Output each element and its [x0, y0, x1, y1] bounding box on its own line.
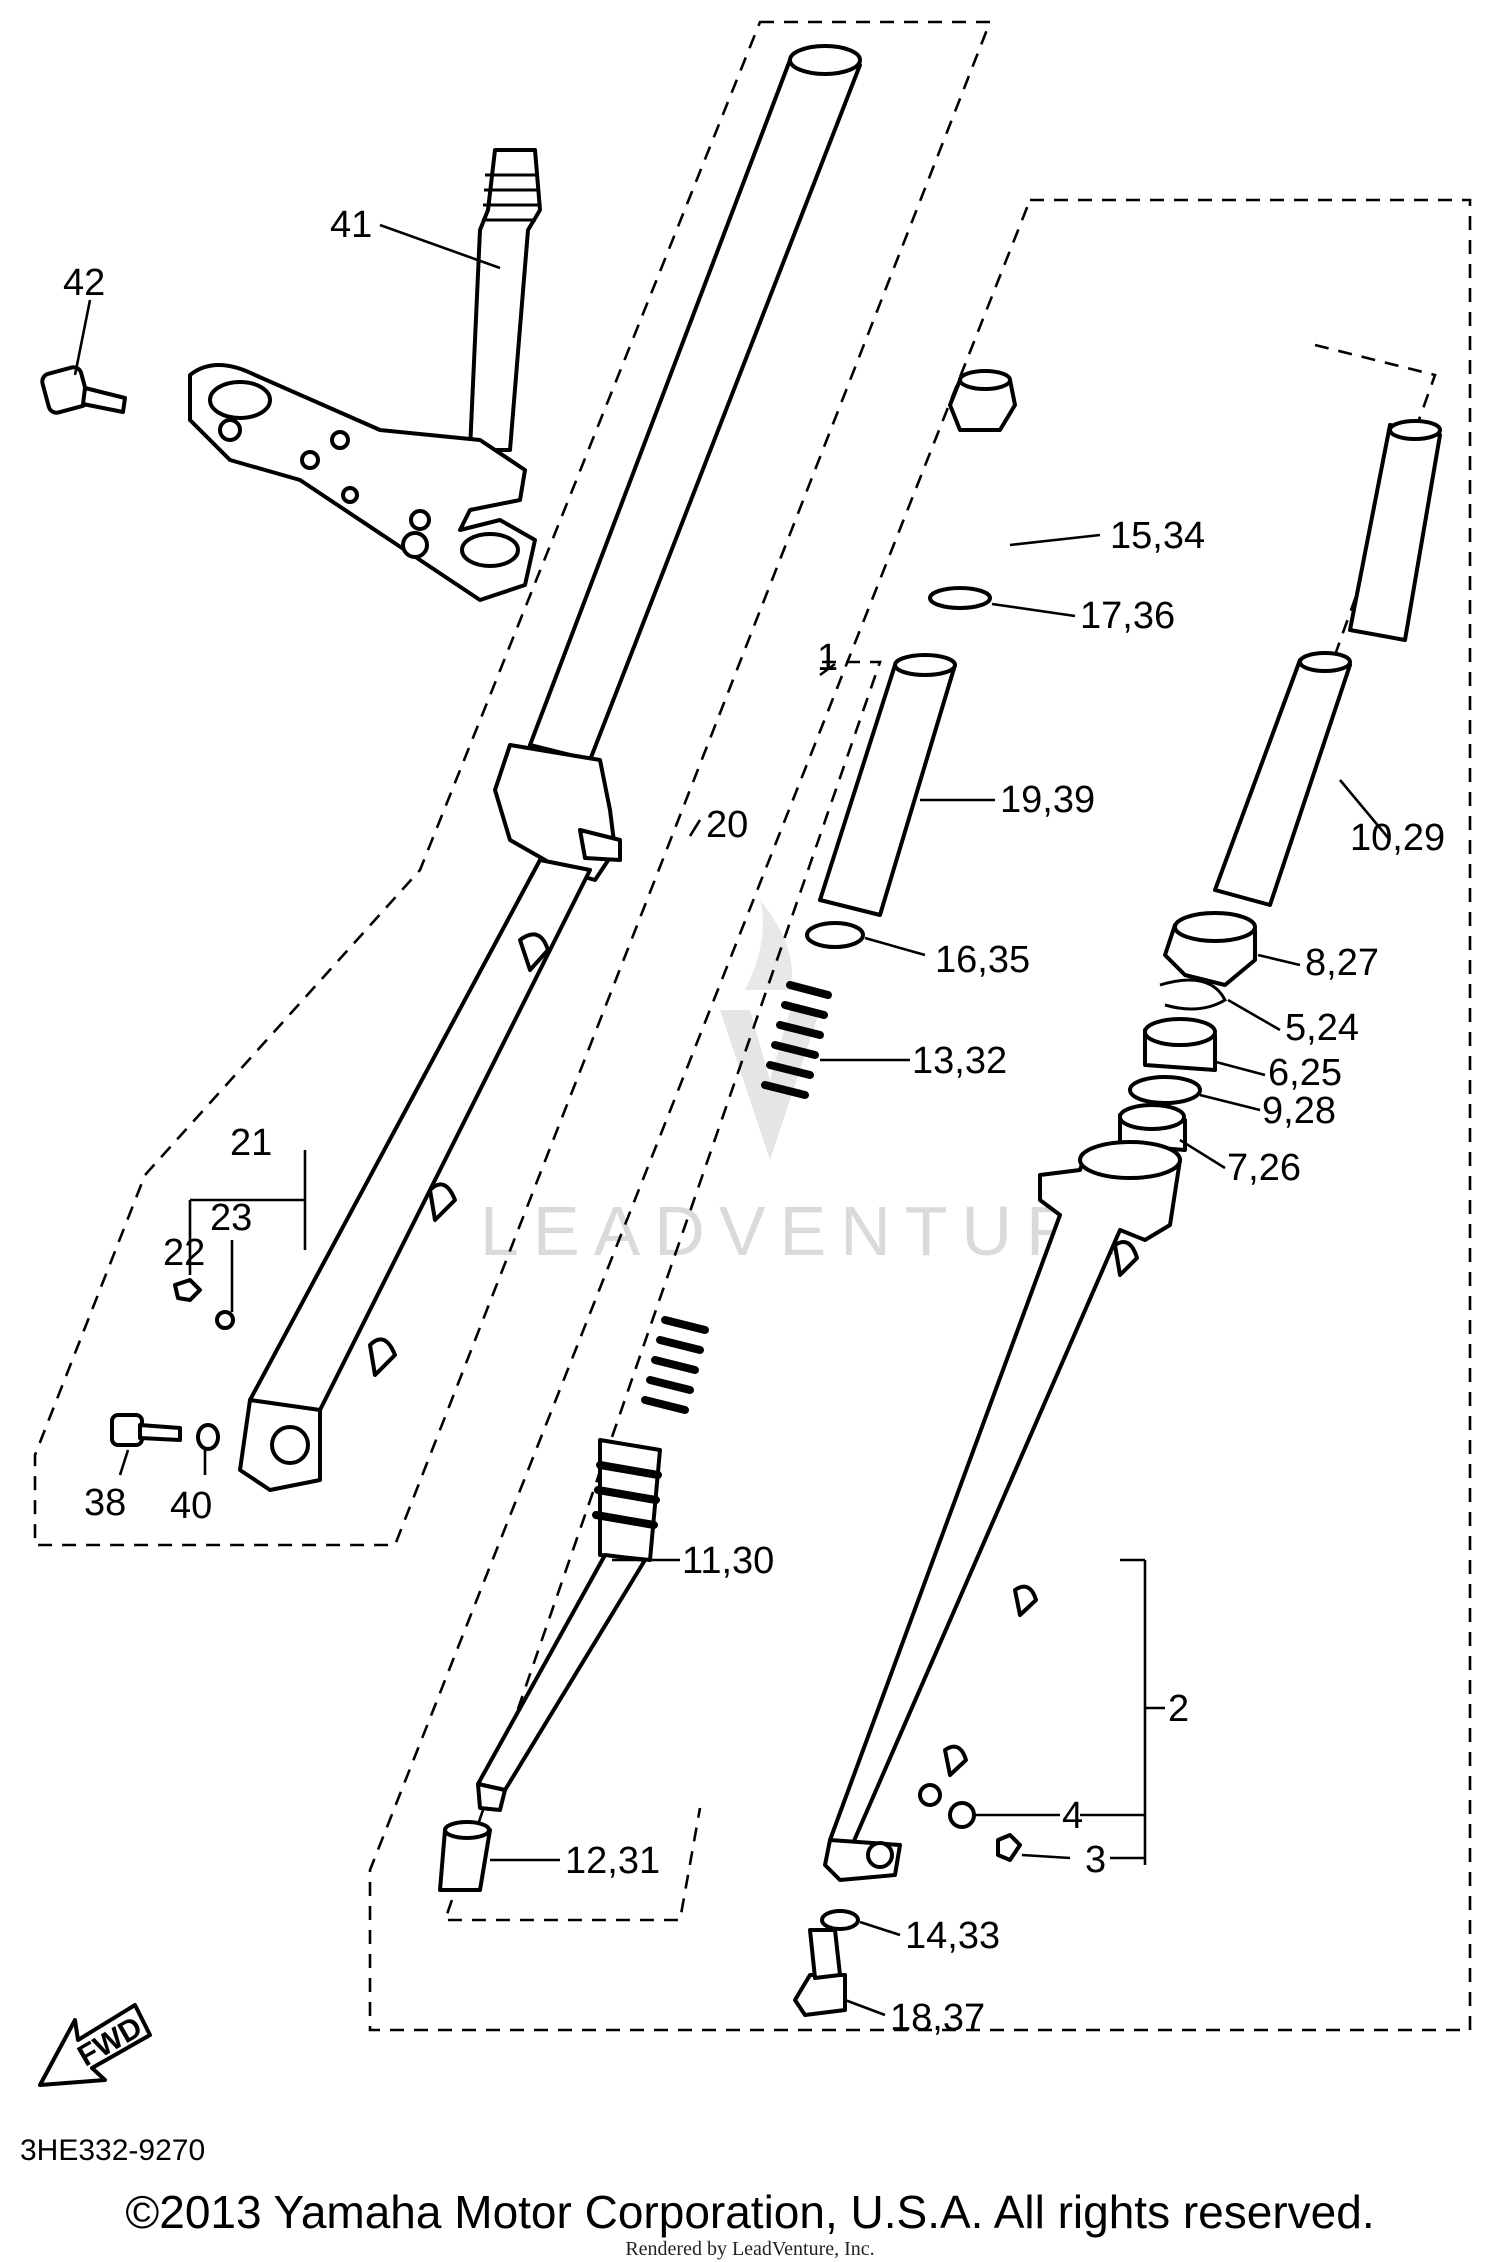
dust-seal-part-8	[1163, 911, 1257, 987]
callout-4: 4	[1062, 1795, 1083, 1837]
callout-3: 3	[1085, 1839, 1106, 1881]
callout-5-24: 5,24	[1285, 1007, 1359, 1049]
callout-12-31: 12,31	[565, 1840, 660, 1882]
bolt-part-38	[110, 1413, 182, 1447]
callout-9-28: 9,28	[1262, 1090, 1336, 1132]
cap-bolt-part-15	[948, 369, 1017, 432]
o-ring-part-17	[928, 586, 992, 610]
callout-40: 40	[170, 1485, 212, 1527]
clip-part-5	[1159, 978, 1227, 1011]
callout-13-32: 13,32	[912, 1040, 1007, 1082]
damper-rod-part-11	[476, 1438, 662, 1812]
screw-part-22	[173, 1278, 202, 1302]
rendered-by-note: Rendered by LeadVenture, Inc.	[625, 2238, 875, 2260]
spacer-part-19	[818, 653, 957, 917]
callout-11-30: 11,30	[682, 1540, 774, 1582]
washer-part-23	[215, 1310, 235, 1330]
bolt-part-18	[793, 1928, 847, 2017]
fork-spring-part-13	[641, 981, 832, 1414]
steering-stem-part-41	[188, 148, 542, 602]
callout-6-25: 6,25	[1268, 1052, 1342, 1094]
outer-tube-assembly-outline	[33, 20, 992, 1547]
bolt-part-42	[40, 365, 127, 415]
callout-14-33: 14,33	[905, 1915, 1000, 1957]
outer-assembly-outline	[368, 198, 1472, 2032]
washer-part-40	[196, 1423, 220, 1451]
drawing-code: 3HE332-9270	[20, 2134, 205, 2167]
callout-16-35: 16,35	[935, 939, 1030, 981]
callout-17-36: 17,36	[1080, 595, 1175, 637]
washer-part-16	[805, 921, 865, 949]
callout-18-37: 18,37	[890, 1997, 985, 2039]
gasket-part-14	[820, 1909, 860, 1931]
inner-assembly-outline	[443, 660, 882, 1922]
callout-21: 21	[230, 1122, 272, 1164]
oil-lock-piece-part-12	[438, 1820, 492, 1892]
callout-15-34: 15,34	[1110, 515, 1205, 557]
leader-lines	[73, 223, 1391, 2017]
callout-2: 2	[1168, 1688, 1189, 1730]
callout-10-29: 10,29	[1350, 817, 1445, 859]
screw-part-3	[996, 1833, 1022, 1862]
callout-1: 1	[817, 637, 838, 679]
inner-tube-part-10	[1213, 419, 1442, 907]
outer-tube-part-20	[238, 44, 862, 1492]
leadventure-watermark: LEADVENTURE	[480, 900, 1151, 1270]
copyright-notice: ©2013 Yamaha Motor Corporation, U.S.A. A…	[125, 2186, 1375, 2238]
oil-seal-part-6	[1143, 1017, 1217, 1072]
callout-22: 22	[163, 1232, 205, 1274]
washer-part-9	[1128, 1075, 1202, 1105]
washer-part-4	[948, 1801, 976, 1829]
callout-42: 42	[63, 262, 105, 304]
callout-41: 41	[330, 204, 372, 246]
callout-38: 38	[84, 1482, 126, 1524]
callout-19-39: 19,39	[1000, 779, 1095, 821]
forward-arrow-icon: FWD	[38, 2003, 152, 2087]
callout-7-26: 7,26	[1227, 1147, 1301, 1189]
callout-8-27: 8,27	[1305, 942, 1379, 984]
outer-tube-part-2	[823, 1140, 1182, 1882]
callout-20: 20	[706, 804, 748, 846]
watermark-text: LEADVENTURE	[480, 1192, 1151, 1270]
callout-23: 23	[210, 1197, 252, 1239]
